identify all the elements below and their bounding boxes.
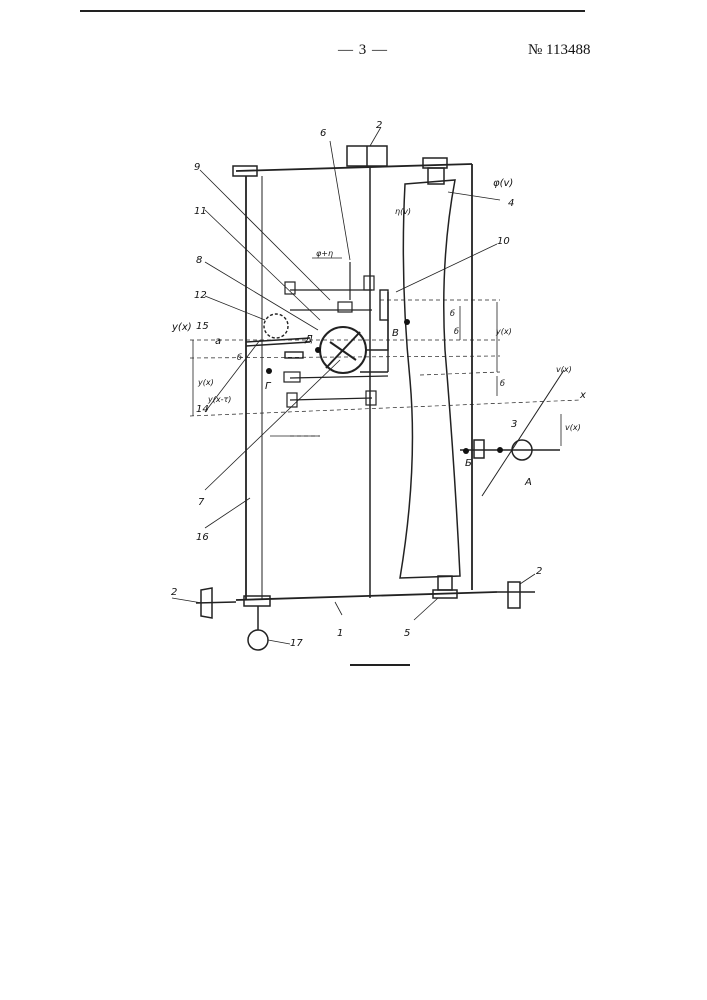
label-B: Б bbox=[465, 458, 472, 469]
arm-15 bbox=[246, 314, 310, 358]
label-12: 12 bbox=[194, 290, 207, 301]
label-1: 1 bbox=[337, 628, 343, 639]
label-yx-right: y(x) bbox=[495, 327, 512, 336]
label-phi-eta: φ+η bbox=[316, 249, 333, 258]
label-yx-mid: y(x) bbox=[197, 378, 214, 387]
label-6: 6 bbox=[320, 128, 326, 139]
lower-rails bbox=[284, 372, 388, 407]
central-dial bbox=[320, 327, 366, 373]
label-yx-left: y(x) bbox=[171, 322, 192, 333]
label-yx-tau: y(x-τ) bbox=[207, 395, 231, 404]
label-2-left: 2 bbox=[171, 587, 177, 598]
label-A: А bbox=[524, 477, 532, 488]
label-vx-top: v(x) bbox=[556, 365, 572, 374]
label-10: 10 bbox=[497, 236, 510, 247]
label-15: 15 bbox=[196, 321, 209, 332]
label-G: Г bbox=[265, 381, 272, 392]
top-bracket bbox=[347, 146, 387, 166]
label-a: a bbox=[215, 336, 221, 347]
label-8: 8 bbox=[196, 255, 202, 266]
left-rod bbox=[246, 176, 262, 600]
label-D: Д bbox=[304, 334, 313, 345]
label-b-lower: б bbox=[500, 379, 505, 388]
bottom-left-bearing bbox=[244, 596, 270, 606]
label-b-upper: б bbox=[450, 309, 455, 318]
label-17: 17 bbox=[290, 638, 303, 649]
top-roller bbox=[423, 158, 447, 184]
label-2-right: 2 bbox=[536, 566, 542, 577]
label-16: 16 bbox=[196, 532, 209, 543]
label-11: 11 bbox=[194, 206, 207, 217]
right-clamp bbox=[497, 582, 535, 608]
label-14: 14 bbox=[196, 404, 209, 415]
dimension-ticks bbox=[193, 258, 561, 446]
label-x-axis: x bbox=[579, 390, 586, 401]
label-2-top: 2 bbox=[376, 120, 382, 131]
diagonal-line bbox=[482, 370, 564, 496]
label-3: 3 bbox=[511, 419, 517, 430]
label-b-mid: б bbox=[454, 327, 459, 336]
label-eta-v: η(v) bbox=[395, 207, 411, 216]
cam-template bbox=[400, 180, 460, 578]
label-5: 5 bbox=[404, 628, 410, 639]
label-b-left: б bbox=[237, 353, 242, 362]
upper-rails bbox=[285, 262, 374, 312]
label-phi-v: φ(v) bbox=[493, 178, 513, 189]
handwheel bbox=[248, 606, 268, 650]
end-rule bbox=[350, 664, 410, 666]
label-9: 9 bbox=[194, 162, 200, 173]
label-4: 4 bbox=[508, 198, 514, 209]
pivot-points bbox=[266, 319, 503, 454]
label-vx: v(x) bbox=[565, 423, 581, 432]
leader-lines bbox=[172, 127, 535, 644]
label-7: 7 bbox=[198, 497, 205, 508]
label-V: В bbox=[392, 328, 399, 339]
follower-3 bbox=[460, 440, 560, 460]
